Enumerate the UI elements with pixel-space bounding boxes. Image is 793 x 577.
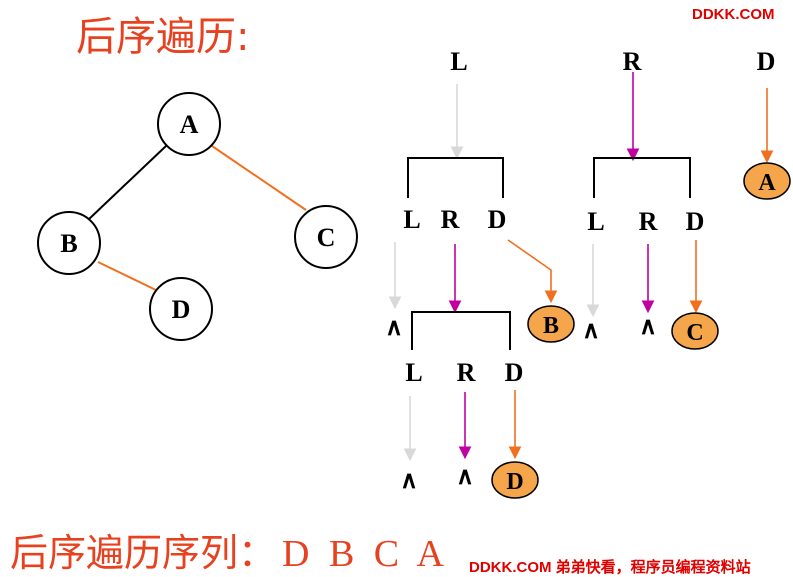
visited-node-a-label: A	[758, 170, 776, 196]
trace-top-level: L R D A	[450, 47, 791, 200]
tree-node-b	[37, 211, 101, 275]
visited-node-a	[743, 162, 791, 200]
visited-node-b	[527, 305, 575, 343]
trace-top-r: R	[623, 47, 642, 76]
trace-l2r-r: R	[639, 207, 658, 236]
empty-l2r-r: ∧	[639, 314, 657, 340]
tree-node-b-label: B	[60, 229, 77, 258]
binary-tree: A B C D	[37, 92, 358, 341]
bracket-level2-right	[593, 157, 691, 198]
trace-top-l: L	[450, 47, 467, 76]
empty-l3-l: ∧	[400, 468, 418, 494]
visited-node-d	[491, 461, 539, 499]
visited-node-c	[671, 312, 719, 350]
trace-l3-d: D	[505, 358, 524, 387]
visited-node-b-label: B	[543, 313, 559, 339]
trace-level2-right: L R D ∧ ∧ C	[582, 157, 719, 350]
empty-l2r-l: ∧	[582, 318, 600, 344]
tree-node-a-label: A	[180, 110, 199, 139]
trace-l3-r: R	[457, 358, 476, 387]
bracket-level3	[411, 311, 511, 350]
bracket-level2-left	[407, 157, 504, 198]
trace-l2r-d: D	[686, 207, 705, 236]
tree-node-d-label: D	[172, 295, 191, 324]
arrow-l2l-d	[507, 239, 558, 304]
sequence-value: D B C A	[282, 533, 444, 575]
tree-node-c-label: C	[317, 223, 336, 252]
edge-b-d	[97, 261, 161, 293]
trace-l2l-l: L	[403, 205, 420, 234]
edge-a-c	[211, 145, 307, 211]
trace-l2l-d: D	[488, 205, 507, 234]
sequence-label: 后序遍历序列：	[10, 531, 277, 575]
trace-level2-left: L R D ∧ B	[385, 157, 575, 343]
trace-l2l-r: R	[441, 205, 460, 234]
visited-node-d-label: D	[506, 469, 523, 495]
empty-l3-r: ∧	[456, 464, 474, 490]
trace-l3-l: L	[405, 358, 422, 387]
watermark-bottom: DDKK.COM 弟弟快看，程序员编程资料站	[469, 559, 751, 576]
trace-top-d: D	[757, 47, 776, 76]
tree-node-c	[294, 205, 358, 269]
page-title: 后序遍历:	[76, 14, 250, 60]
tree-node-a	[157, 92, 221, 156]
empty-l2l-l: ∧	[385, 315, 403, 341]
watermark-top: DDKK.COM	[692, 6, 775, 23]
edge-a-b	[87, 145, 167, 221]
visited-node-c-label: C	[686, 320, 703, 346]
trace-l2r-l: L	[587, 207, 604, 236]
tree-node-d	[149, 277, 213, 341]
sequence-row: 后序遍历序列：D B C A	[10, 522, 444, 577]
trace-level3: L R D ∧ ∧ D	[400, 311, 539, 499]
